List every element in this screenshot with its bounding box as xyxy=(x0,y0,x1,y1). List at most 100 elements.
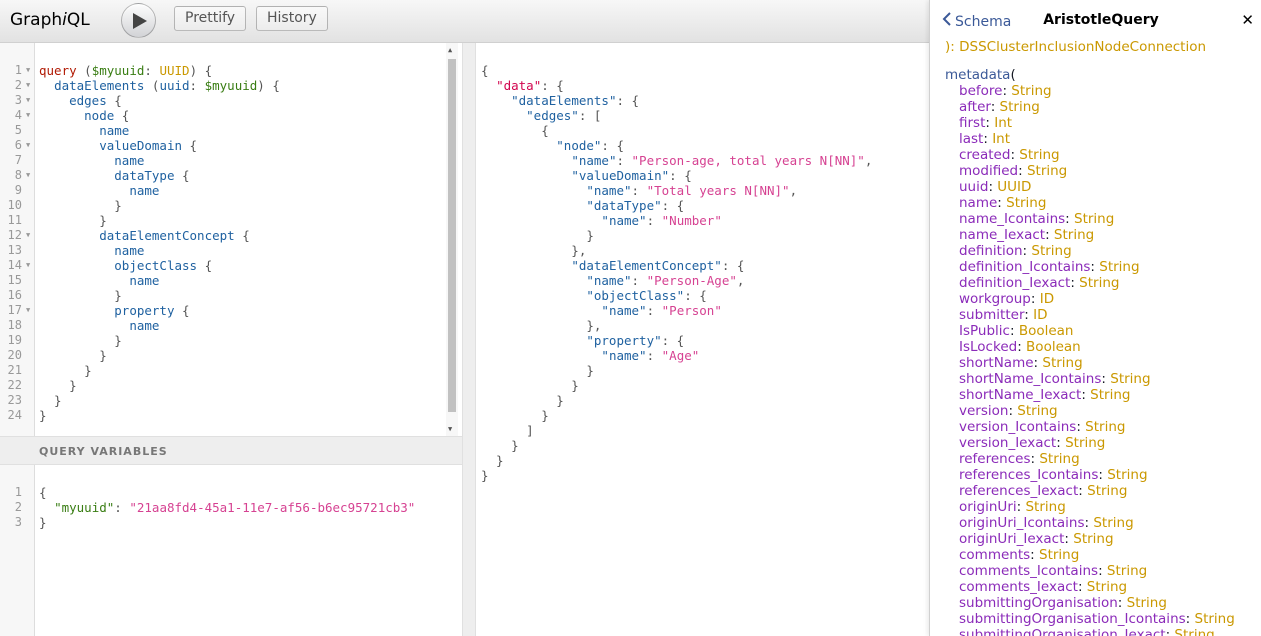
doc-arg-type-link[interactable]: String xyxy=(1042,355,1083,371)
doc-arg-name: definition_Iexact xyxy=(959,275,1071,291)
fold-arrow-icon[interactable]: ▼ xyxy=(26,81,31,89)
code-line: 1{ xyxy=(0,485,440,500)
doc-arg-type-link[interactable]: String xyxy=(1086,579,1128,595)
code-text: name xyxy=(129,273,160,288)
doc-arg-type-link[interactable]: String xyxy=(1011,83,1052,99)
code-line: 15 name xyxy=(0,273,440,288)
code-text: property { xyxy=(114,303,190,318)
code-line: 10 } xyxy=(0,198,440,213)
fold-arrow-icon[interactable]: ▼ xyxy=(26,171,31,179)
code-line: "objectClass": { xyxy=(476,288,926,303)
doc-arg-type-link[interactable]: String xyxy=(1073,531,1114,547)
doc-arg-type-link[interactable]: String xyxy=(1031,243,1072,259)
doc-arg-type-link[interactable]: String xyxy=(1074,211,1115,227)
pane-divider[interactable] xyxy=(462,43,476,636)
doc-arg-type-link[interactable]: String xyxy=(1106,563,1148,579)
doc-arg-type-link[interactable]: String xyxy=(1053,227,1095,243)
fold-arrow-icon[interactable]: ▼ xyxy=(26,231,31,239)
doc-arg-name: workgroup xyxy=(959,291,1031,307)
code-text: } xyxy=(481,393,564,408)
doc-arg-type-link[interactable]: String xyxy=(1025,499,1066,515)
doc-arg-type-link[interactable]: String xyxy=(1099,259,1140,275)
doc-arg-type-link[interactable]: String xyxy=(1026,163,1068,179)
doc-arg: first: Int xyxy=(959,115,1013,131)
doc-arg-type-link[interactable]: String xyxy=(1085,419,1126,435)
code-line: 19 } xyxy=(0,333,440,348)
fold-arrow-icon[interactable]: ▼ xyxy=(26,261,31,269)
code-text: "dataType": { xyxy=(586,198,685,213)
code-text: "data": { xyxy=(496,78,564,93)
doc-arg: references_Icontains: String xyxy=(959,467,1148,483)
code-text: } xyxy=(39,515,47,530)
execute-query-button[interactable] xyxy=(121,3,156,38)
doc-arg-type-link[interactable]: String xyxy=(1065,435,1106,451)
doc-arg-name: IsLocked xyxy=(959,339,1018,355)
fold-arrow-icon[interactable]: ▼ xyxy=(26,96,31,104)
line-number: 3 xyxy=(14,93,22,107)
doc-arg-type-link[interactable]: String xyxy=(1006,195,1047,211)
code-line: "name": "Total years N[NN]", xyxy=(476,183,926,198)
line-number: 7 xyxy=(14,153,22,167)
fold-arrow-icon[interactable]: ▼ xyxy=(26,66,31,74)
query-variables-title: QUERY VARIABLES xyxy=(39,445,168,458)
doc-arg-type-link[interactable]: String xyxy=(1019,147,1060,163)
doc-arg-name: definition_Icontains xyxy=(959,259,1091,275)
doc-arg-type-link[interactable]: Int xyxy=(994,115,1013,131)
doc-arg: name: String xyxy=(959,195,1047,211)
scroll-up-icon[interactable]: ▲ xyxy=(448,46,453,54)
line-number: 23 xyxy=(7,393,22,407)
fold-arrow-icon[interactable]: ▼ xyxy=(26,306,31,314)
doc-arg-type-link[interactable]: String xyxy=(1079,275,1120,291)
prettify-button[interactable]: Prettify xyxy=(174,6,247,31)
query-scrollbar[interactable]: ▲ ▼ xyxy=(446,43,458,436)
query-gutter xyxy=(0,43,35,436)
doc-arg-type-link[interactable]: String xyxy=(1110,371,1151,387)
doc-explorer: ): DSSClusterInclusionNodeConnection met… xyxy=(929,0,1261,636)
doc-arg-type-link[interactable]: String xyxy=(1174,627,1215,636)
doc-arg-type-link[interactable]: ID xyxy=(1033,307,1048,323)
line-number: 5 xyxy=(14,123,22,137)
code-line: "property": { xyxy=(476,333,926,348)
back-to-schema-link[interactable]: Schema xyxy=(942,12,1011,30)
doc-arg-name: shortName_Iexact xyxy=(959,387,1082,403)
close-icon[interactable]: ✕ xyxy=(1241,11,1254,29)
doc-arg-type-link[interactable]: String xyxy=(1126,595,1167,611)
line-number: 4 xyxy=(14,108,22,122)
doc-arg-type-link[interactable]: String xyxy=(1039,451,1080,467)
code-text: } xyxy=(39,213,107,228)
query-editor[interactable]: 1▼query ($myuuid: UUID) {2▼ dataElements… xyxy=(0,43,462,436)
doc-arg-type-link[interactable]: ID xyxy=(1039,291,1055,307)
history-button[interactable]: History xyxy=(256,6,328,31)
code-line: 3} xyxy=(0,515,440,530)
line-number: 21 xyxy=(7,363,22,377)
code-line: } xyxy=(476,393,926,408)
line-number: 2 xyxy=(14,78,22,92)
doc-arg-type-link[interactable]: Boolean xyxy=(1026,339,1081,355)
fold-arrow-icon[interactable]: ▼ xyxy=(26,141,31,149)
doc-arg-type-link[interactable]: UUID xyxy=(997,179,1032,195)
doc-arg: modified: String xyxy=(959,163,1068,179)
code-line: 17▼ property { xyxy=(0,303,440,318)
doc-arg-type-link[interactable]: Int xyxy=(992,131,1011,147)
doc-arg-type-link[interactable]: Boolean xyxy=(1018,323,1074,339)
query-variables-header[interactable]: QUERY VARIABLES xyxy=(0,436,462,465)
variables-editor[interactable]: 1{2 "myuuid": "21aa8fd4-45a1-11e7-af56-b… xyxy=(0,465,462,636)
code-line: } xyxy=(476,363,926,378)
code-line: 24} xyxy=(0,408,440,423)
doc-arg-type-link[interactable]: String xyxy=(1017,403,1058,419)
doc-arg-type-link[interactable]: String xyxy=(1090,387,1131,403)
code-text: "objectClass": { xyxy=(586,288,707,303)
doc-arg-type-link[interactable]: String xyxy=(999,99,1040,115)
code-text: } xyxy=(39,348,107,363)
scroll-down-icon[interactable]: ▼ xyxy=(448,425,453,433)
doc-arg-type-link[interactable]: String xyxy=(1039,547,1080,563)
doc-field-name[interactable]: metadata xyxy=(945,67,1011,83)
doc-arg-type-link[interactable]: String xyxy=(1107,467,1148,483)
line-number: 1 xyxy=(14,485,22,499)
doc-arg-type-link[interactable]: String xyxy=(1087,483,1128,499)
fold-arrow-icon[interactable]: ▼ xyxy=(26,111,31,119)
doc-arg-type-link[interactable]: String xyxy=(1194,611,1235,627)
toolbar: GraphiQL Prettify History xyxy=(0,0,929,43)
doc-arg-type-link[interactable]: String xyxy=(1093,515,1134,531)
scroll-thumb[interactable] xyxy=(448,59,456,412)
